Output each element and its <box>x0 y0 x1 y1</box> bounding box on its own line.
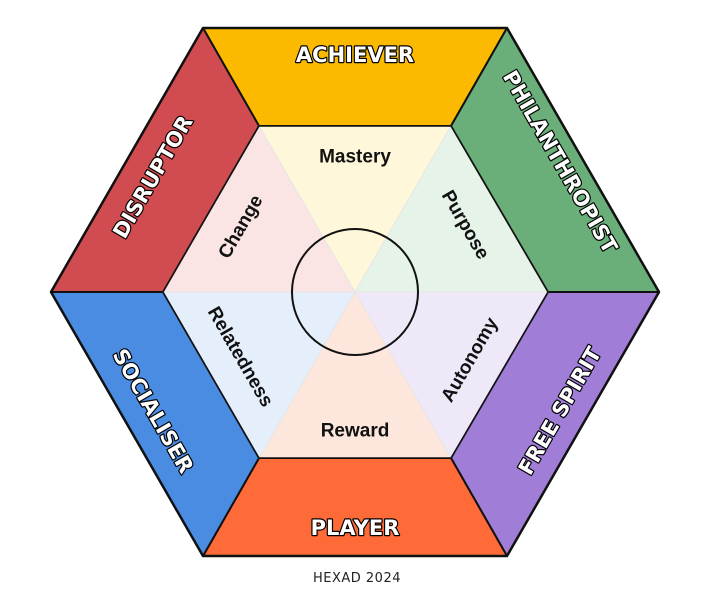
achiever-label: ACHIEVER <box>296 43 414 67</box>
player-motivation-label: Reward <box>321 421 390 442</box>
caption: HEXAD 2024 <box>313 571 401 586</box>
outer-hexagon-outline <box>49 26 661 558</box>
center-circle <box>291 228 419 356</box>
player-label: PLAYER <box>311 516 400 540</box>
inner-hexagon-outline <box>162 125 549 459</box>
achiever-motivation-label: Mastery <box>319 147 391 168</box>
